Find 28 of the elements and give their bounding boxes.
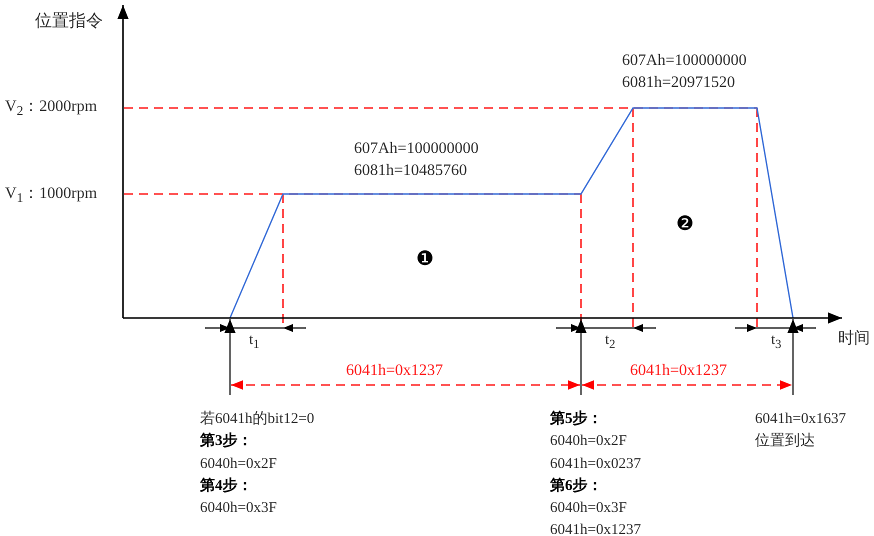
step-text: 6040h=0x2F xyxy=(550,432,627,450)
step-number: ❷ xyxy=(676,215,694,233)
axis-label: 时间 xyxy=(838,330,870,348)
step-heading: 第6步： xyxy=(550,477,602,495)
step-heading: 第4步： xyxy=(200,477,252,495)
parameter-text: 607Ah=100000000 xyxy=(622,52,747,70)
step-heading: 第5步： xyxy=(550,410,602,428)
time-label: t$_{1}$ xyxy=(249,331,260,353)
step-text: 6041h=0x0237 xyxy=(550,455,641,473)
parameter-text: 607Ah=100000000 xyxy=(354,140,479,158)
speed-label: V$_{2}$：2000rpm xyxy=(5,98,98,120)
step-text: 6040h=0x2F xyxy=(200,455,277,473)
step-number: ❶ xyxy=(416,250,434,268)
parameter-text: 6081h=10485760 xyxy=(354,162,468,180)
status-text: 6041h=0x1637 xyxy=(755,410,846,428)
command-label: 6041h=0x1237 xyxy=(630,362,728,380)
step-text: 6040h=0x3F xyxy=(550,499,627,517)
step-heading: 第3步： xyxy=(200,432,252,450)
step-text: 若6041h的bit12=0 xyxy=(200,410,314,428)
time-label: t$_{2}$ xyxy=(605,331,616,353)
axis-label: 位置指令 xyxy=(35,12,103,30)
time-label: t$_{3}$ xyxy=(771,331,782,353)
command-label: 6041h=0x1237 xyxy=(346,362,444,380)
parameter-text: 6081h=20971520 xyxy=(622,74,736,92)
step-text: 6041h=0x1237 xyxy=(550,521,641,536)
status-text: 位置到达 xyxy=(755,432,815,450)
step-text: 6040h=0x3F xyxy=(200,499,277,517)
speed-label: V$_{1}$：1000rpm xyxy=(5,185,98,208)
